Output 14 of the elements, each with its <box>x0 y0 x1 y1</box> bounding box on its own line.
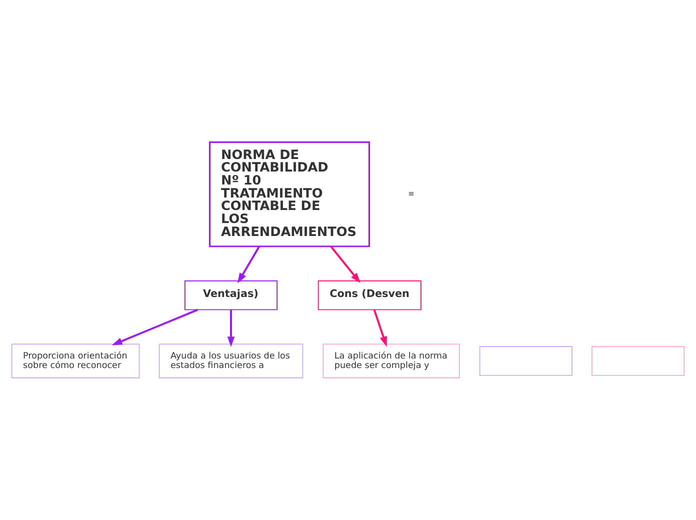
node-box: Cons (Desven <box>318 280 422 310</box>
node-box: Ayuda a los usuarios de los estados financieros a <box>158 344 304 378</box>
node-box <box>479 346 572 376</box>
arrow <box>330 246 361 284</box>
label: ≡ <box>408 189 414 198</box>
arrow <box>373 310 387 347</box>
arrow <box>227 310 235 348</box>
node-box: NORMA DE CONTABILIDAD Nº 10 TRATAMIENTO CONTABLE DE LOS ARRENDAMIENTOS <box>208 141 370 248</box>
node-box <box>592 346 685 376</box>
arrow <box>112 308 198 346</box>
arrow <box>238 246 260 284</box>
node-box: La aplicación de la norma puede ser compleja y <box>322 344 460 378</box>
node-box: Proporciona orientación sobre cómo reconocer <box>11 344 140 378</box>
node-box: Ventajas) <box>184 280 278 310</box>
